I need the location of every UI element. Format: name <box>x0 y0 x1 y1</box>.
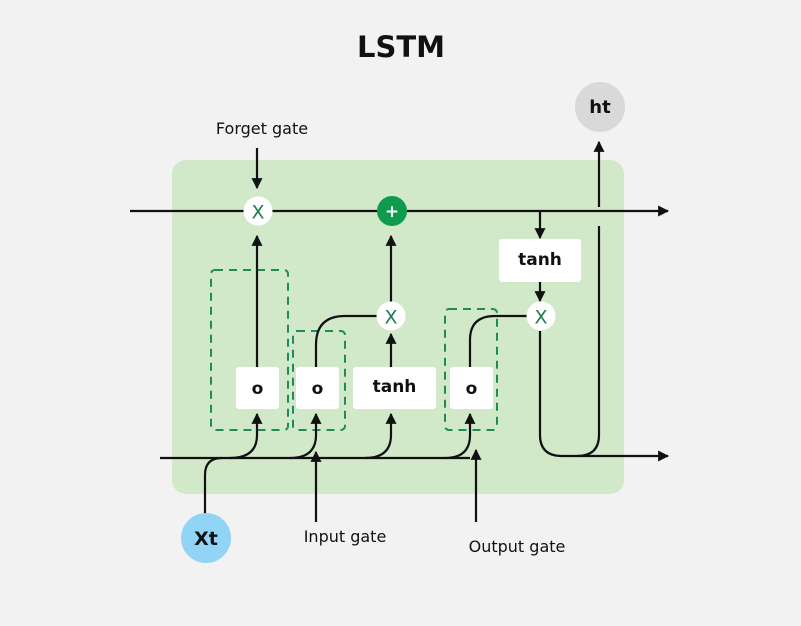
sigma-forget-label: o <box>252 379 264 399</box>
ht-branch-path <box>576 226 601 458</box>
sigma-input-block: o <box>296 367 339 409</box>
sigma-input-label: o <box>312 379 324 399</box>
tanh-candidate-block: tanh <box>353 367 436 409</box>
plus-icon: + <box>385 202 399 222</box>
input-sigma-input-arrow <box>289 412 322 460</box>
tanh-candidate-input-arrow <box>364 412 397 460</box>
sigma-output-label: o <box>466 379 478 399</box>
xt-input-node: Xt <box>181 513 231 563</box>
input-sigma-output-path <box>314 314 378 367</box>
tanh-candidate-label: tanh <box>373 377 417 397</box>
xt-input-path <box>203 456 223 515</box>
multiply-icon: X <box>251 202 264 224</box>
hidden-state-out-arrow <box>538 331 670 462</box>
diagram-title: LSTM <box>357 30 445 64</box>
multiply-icon: X <box>534 307 547 329</box>
tanh-cell-block: tanh <box>499 239 581 282</box>
sigma-forget-block: o <box>236 367 279 409</box>
xt-label: Xt <box>194 528 218 550</box>
forget-multiply-node: X <box>243 196 273 226</box>
output-gate-label: Output gate <box>469 537 566 556</box>
forget-gate-group <box>210 269 289 431</box>
multiply-icon: X <box>384 307 397 329</box>
sigma-output-block: o <box>450 367 493 409</box>
ht-output-node: ht <box>575 82 625 132</box>
cell-add-node: + <box>377 196 407 226</box>
output-gate-group <box>444 308 498 431</box>
input-multiply-node: X <box>376 301 406 331</box>
output-sigma-input-arrow <box>444 412 476 460</box>
output-multiply-node: X <box>526 301 556 331</box>
input-gate-label: Input gate <box>304 527 387 546</box>
forget-sigma-input-arrow <box>229 412 263 460</box>
forget-gate-label: Forget gate <box>216 119 308 138</box>
tanh-cell-label: tanh <box>518 250 562 270</box>
output-sigma-output-path <box>468 314 527 367</box>
ht-label: ht <box>589 97 611 118</box>
